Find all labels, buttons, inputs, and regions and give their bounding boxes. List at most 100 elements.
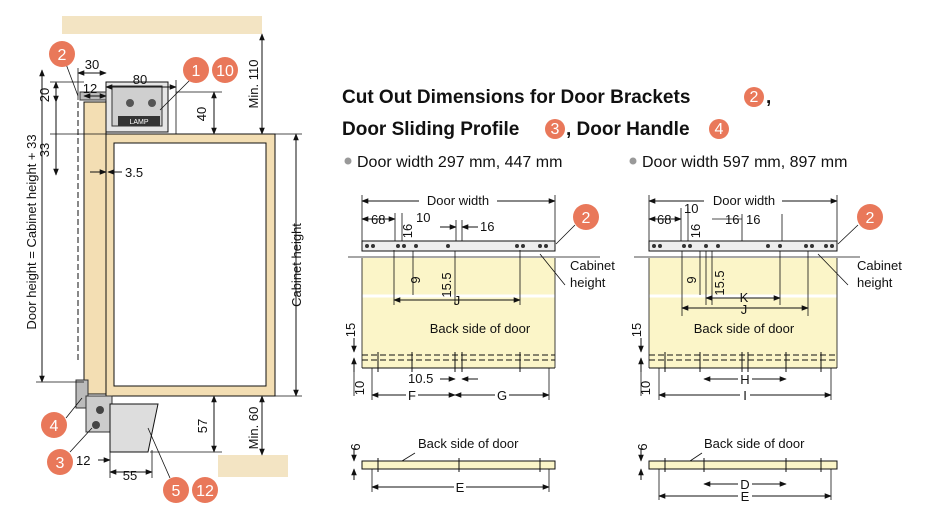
dim-10-right: 10: [684, 201, 698, 216]
dim-68-left: 68: [371, 212, 385, 227]
svg-text:2: 2: [866, 210, 875, 227]
dim-16a-left: 16: [400, 224, 415, 238]
dim-min-60: Min. 60: [246, 407, 261, 450]
badge-2-front-right: [857, 204, 883, 230]
svg-text:3: 3: [56, 455, 65, 472]
front-view-right: Door width 68 10 16 16 16 Back side of d…: [629, 192, 902, 403]
svg-text:2: 2: [582, 210, 591, 227]
dim-12-top: 12: [83, 81, 97, 96]
badge-10-side: 10: [212, 57, 238, 83]
profile-view-left: 6 Back side of door E: [348, 436, 556, 495]
dim-40: 40: [194, 107, 209, 121]
dim-16b-left: 16: [480, 219, 494, 234]
subtitle-right: Door width 597 mm, 897 mm: [642, 154, 847, 171]
door-back-right: [649, 258, 837, 368]
svg-text:4: 4: [50, 418, 59, 435]
door-edge-right: [648, 460, 838, 470]
bottom-hardware: [75, 379, 159, 453]
dim-6-right: 6: [635, 443, 650, 450]
title-line-2b: , Door Handle: [566, 119, 690, 140]
title-badge-4: [709, 119, 729, 139]
dim-D-right: D: [740, 477, 749, 492]
dim-G-left: G: [497, 388, 507, 403]
profile-view-right: 6 Back side of door D E: [635, 436, 838, 504]
dim-16b-right: 16: [725, 212, 739, 227]
dim-15-right: 15: [629, 323, 644, 337]
svg-text:10: 10: [216, 63, 234, 80]
title-line-2: Door Sliding Profile: [342, 119, 519, 140]
dim-80: 80: [133, 72, 147, 87]
title-badge-3: [545, 119, 565, 139]
svg-text:2: 2: [750, 89, 759, 106]
dim-33: 33: [37, 143, 52, 157]
dim-H-right: H: [740, 372, 749, 387]
dim-E-left: E: [456, 480, 465, 495]
front-view-left: Door width 68 10 16 16 Back side of door: [343, 192, 615, 403]
dim-E-right: E: [741, 489, 750, 504]
bracket-profile-left: [361, 240, 556, 252]
badge-4-side: 4: [41, 412, 67, 438]
dim-12-bottom: 12: [76, 453, 90, 468]
title-block: Cut Out Dimensions for Door Brackets 2 ,…: [342, 87, 847, 171]
door-back-left: [362, 258, 555, 368]
svg-text:5: 5: [172, 483, 181, 500]
dim-6-left: 6: [348, 443, 363, 450]
badge-1-side: 1: [183, 57, 209, 83]
door-panel: [83, 101, 107, 395]
svg-text:4: 4: [715, 121, 724, 138]
door-handle-profile: [109, 403, 159, 453]
top-bracket: LAMP: [79, 81, 169, 133]
badge-2-front-left: [573, 204, 599, 230]
door-width-label-right: Door width: [713, 193, 775, 208]
dim-9-left: 9: [408, 276, 423, 283]
badge-3-side: 3: [47, 449, 73, 475]
dim-16c-right: 16: [746, 212, 760, 227]
dim-10-5-left: 10.5: [408, 371, 433, 386]
dim-10-left: 10: [416, 210, 430, 225]
back-side-label-bottom-right: Back side of door: [704, 436, 805, 451]
dim-I-right: I: [743, 388, 747, 403]
ceiling-panel: [62, 16, 262, 34]
dim-9-right: 9: [684, 276, 699, 283]
cabinet-label-left-1: Cabinet: [570, 258, 615, 273]
dim-15-5-left: 15.5: [439, 272, 454, 297]
lamp-logo: LAMP: [129, 119, 148, 126]
bracket-profile-right: [648, 240, 838, 252]
dim-F-left: F: [408, 388, 416, 403]
dim-68-right: 68: [657, 212, 671, 227]
dim-55: 55: [123, 468, 137, 483]
dim-10b-left: 10: [352, 381, 367, 395]
door-width-label-left: Door width: [427, 193, 489, 208]
badge-12-side: 12: [192, 477, 218, 503]
svg-text:2: 2: [58, 47, 67, 64]
badge-2-side: 2: [49, 41, 75, 67]
side-section-view: LAMP 30 12 80 20 33 Do: [24, 16, 304, 503]
title-line-1-end: ,: [766, 87, 771, 108]
badge-5-side: 5: [163, 477, 189, 503]
svg-text:3: 3: [551, 121, 560, 138]
dim-K-right: K: [740, 290, 749, 305]
dim-J-right: J: [741, 302, 748, 317]
cabinet-label-left-2: height: [570, 275, 606, 290]
svg-text:12: 12: [196, 483, 214, 500]
floor-panel: [218, 455, 288, 477]
dim-30: 30: [85, 57, 99, 72]
dim-15-left: 15: [343, 323, 358, 337]
back-side-label-bottom-left: Back side of door: [418, 436, 519, 451]
dim-J-left: J: [454, 293, 461, 308]
svg-text:1: 1: [192, 63, 201, 80]
cabinet-height-label: Cabinet height: [289, 223, 304, 307]
title-line-1: Cut Out Dimensions for Door Brackets: [342, 87, 690, 108]
dim-20: 20: [37, 88, 52, 102]
dim-15-5-right: 15.5: [712, 270, 727, 295]
door-height-label: Door height = Cabinet height + 33: [24, 134, 39, 329]
subtitle-left: Door width 297 mm, 447 mm: [357, 154, 562, 171]
cabinet-label-right-1: Cabinet: [857, 258, 902, 273]
dim-10b-right: 10: [638, 381, 653, 395]
dim-16a-right: 16: [688, 224, 703, 238]
dim-57: 57: [195, 419, 210, 433]
title-badge-2: [744, 87, 764, 107]
back-side-label-right: Back side of door: [694, 321, 795, 336]
dim-min-110: Min. 110: [246, 60, 261, 109]
